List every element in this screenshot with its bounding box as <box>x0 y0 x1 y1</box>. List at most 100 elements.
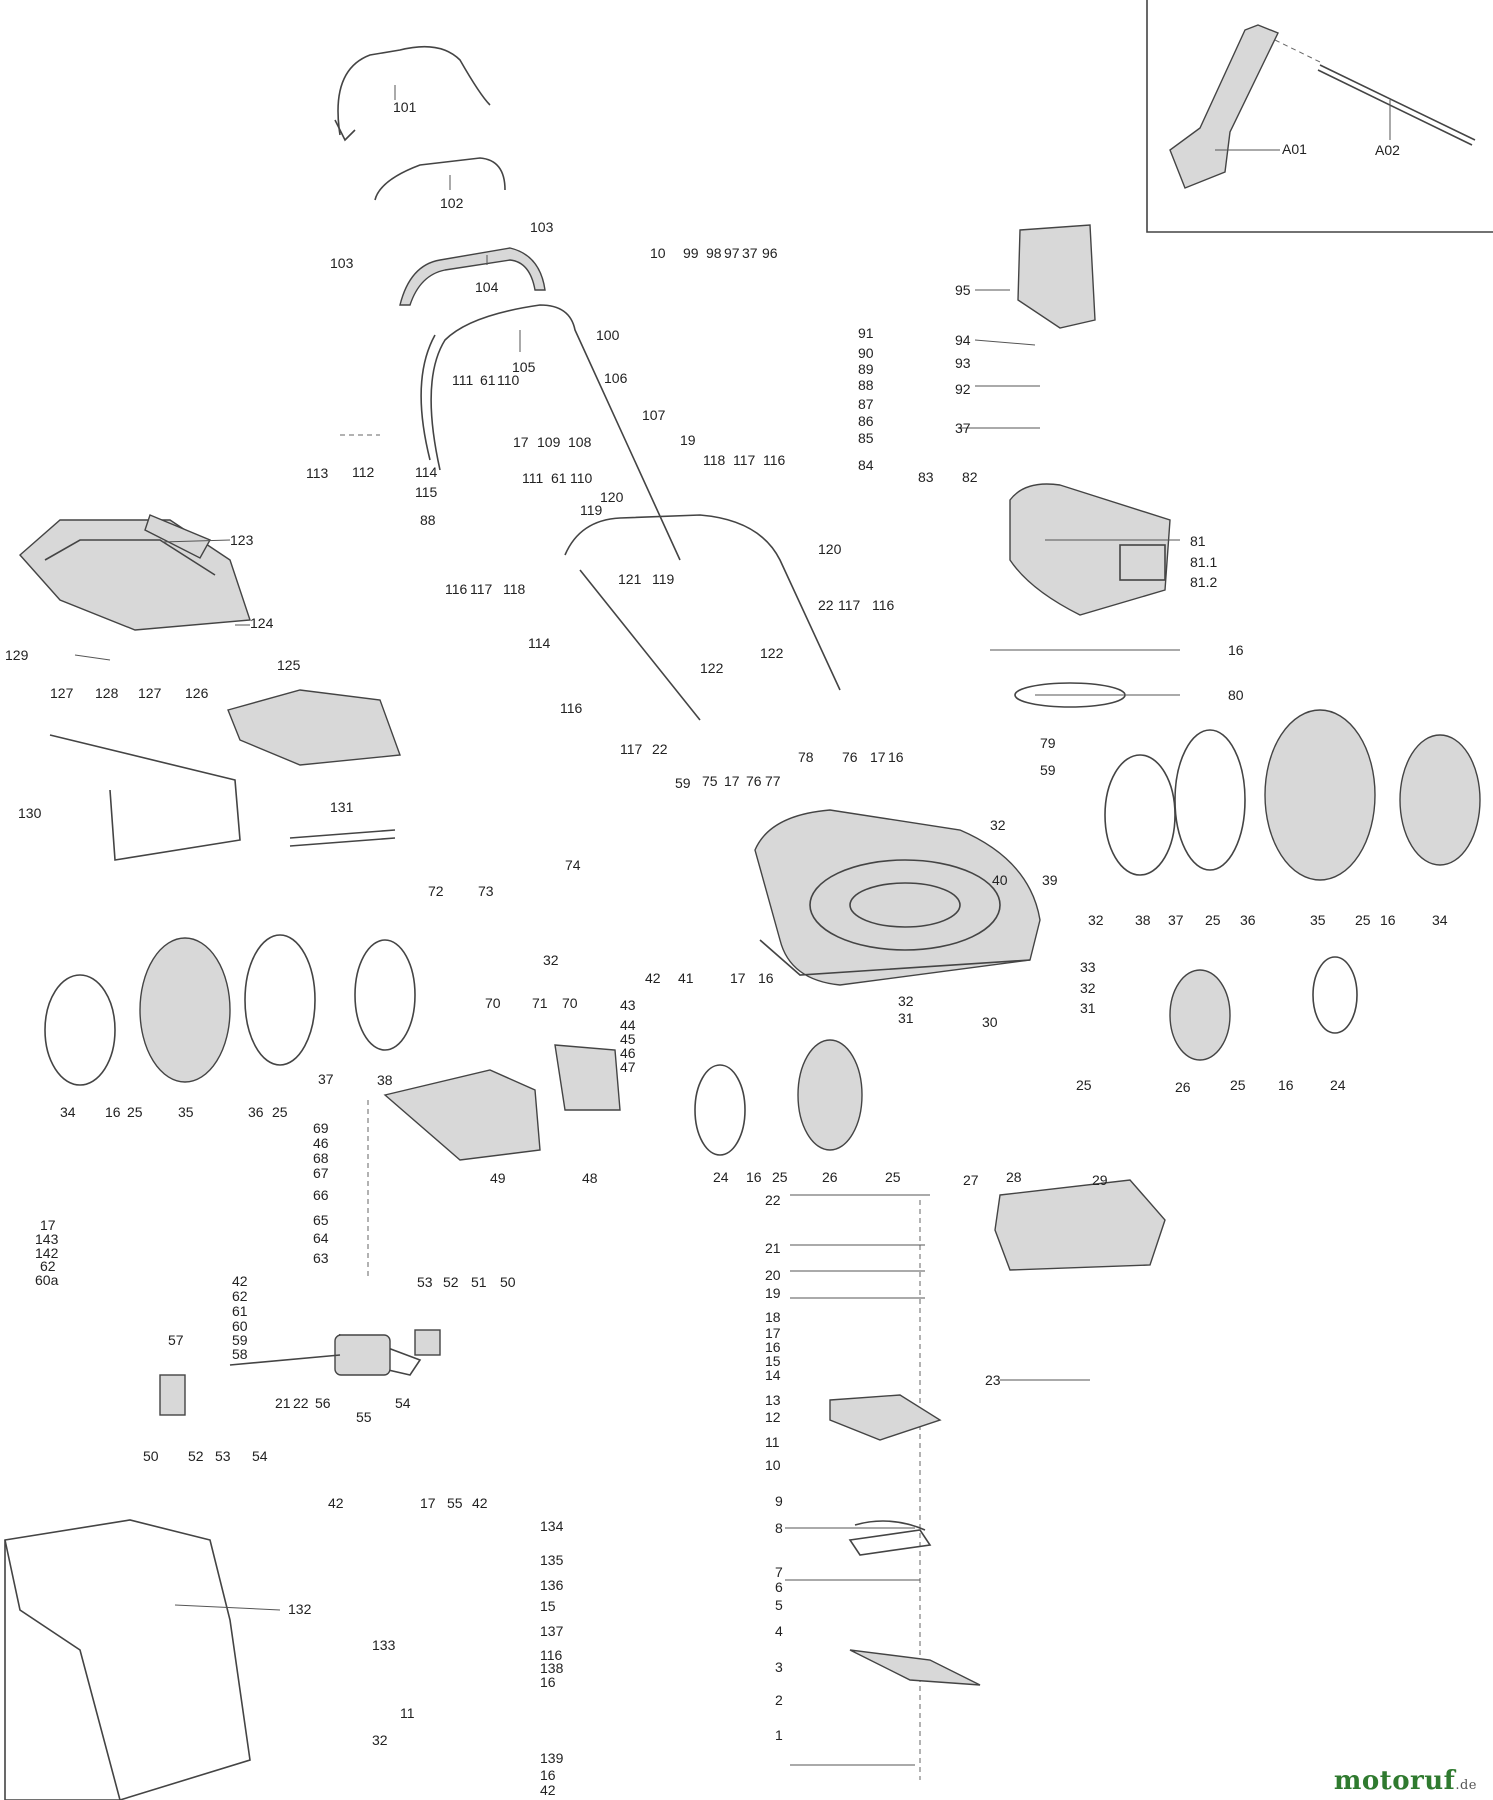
label-54a: 54 <box>395 1395 411 1411</box>
label-48: 48 <box>582 1170 598 1186</box>
label-42e: 42 <box>540 1782 556 1798</box>
label-59a: 59 <box>1040 762 1056 778</box>
label-17-79: 17 <box>870 749 886 765</box>
label-137: 137 <box>540 1623 564 1639</box>
label-40: 40 <box>992 872 1008 888</box>
label-32f: 32 <box>372 1732 388 1748</box>
label-60b: 60 <box>232 1318 248 1334</box>
label-111-mid: 111 <box>522 470 543 486</box>
label-81-1: 81.1 <box>1190 554 1217 570</box>
label-100: 100 <box>596 327 620 343</box>
label-26b: 26 <box>822 1169 838 1185</box>
label-128: 128 <box>95 685 119 701</box>
label-22a: 22 <box>652 741 668 757</box>
label-34b: 34 <box>60 1104 76 1120</box>
label-18: 18 <box>765 1309 781 1325</box>
label-25h: 25 <box>885 1169 901 1185</box>
label-107: 107 <box>642 407 666 423</box>
label-117b: 117 <box>620 741 643 757</box>
label-110-mid: 110 <box>570 470 593 486</box>
label-96: 96 <box>762 245 778 261</box>
label-116e: 116 <box>540 1647 563 1663</box>
label-60a: 60a <box>35 1272 59 1288</box>
label-109: 109 <box>537 434 561 450</box>
label-10a: 10 <box>765 1457 781 1473</box>
label-78: 78 <box>798 749 814 765</box>
label-101: 101 <box>393 99 417 115</box>
label-113: 113 <box>306 465 329 481</box>
label-84: 84 <box>858 457 874 473</box>
label-51: 51 <box>471 1274 487 1290</box>
label-53b: 53 <box>215 1448 231 1464</box>
label-49: 49 <box>490 1170 506 1186</box>
label-116b: 116 <box>560 700 583 716</box>
label-91: 91 <box>858 325 874 341</box>
label-54b: 54 <box>252 1448 268 1464</box>
label-5: 5 <box>775 1597 783 1613</box>
label-62b: 62 <box>232 1288 248 1304</box>
label-36b: 36 <box>248 1104 264 1120</box>
label-16e: 16 <box>765 1339 781 1355</box>
label-52a: 52 <box>443 1274 459 1290</box>
handle-assembly <box>334 45 841 721</box>
label-64: 64 <box>313 1230 329 1246</box>
label-17-75: 17 <box>724 773 740 789</box>
label-17-bot: 17 <box>420 1495 436 1511</box>
label-120b: 120 <box>818 541 842 557</box>
label-95: 95 <box>955 282 971 298</box>
label-2: 2 <box>775 1692 783 1708</box>
label-131: 131 <box>330 799 354 815</box>
label-32a: 32 <box>990 817 1006 833</box>
label-61-top: 61 <box>480 372 496 388</box>
label-45: 45 <box>620 1031 636 1047</box>
label-25c: 25 <box>1076 1077 1092 1093</box>
label-68: 68 <box>313 1150 329 1166</box>
label-50a: 50 <box>500 1274 516 1290</box>
wheels <box>44 709 1481 1156</box>
label-16g: 16 <box>540 1767 556 1783</box>
label-32d: 32 <box>1080 980 1096 996</box>
label-6: 6 <box>775 1579 783 1595</box>
label-114a: 114 <box>415 464 438 480</box>
label-31a: 31 <box>1080 1000 1096 1016</box>
label-85: 85 <box>858 430 874 446</box>
label-87: 87 <box>858 396 874 412</box>
label-22c: 22 <box>293 1395 309 1411</box>
label-25b: 25 <box>1355 912 1371 928</box>
label-41: 41 <box>678 970 694 986</box>
label-70a: 70 <box>485 995 501 1011</box>
label-37-top: 37 <box>742 245 758 261</box>
blade-and-drive-stack <box>338 1100 981 1780</box>
label-35b: 35 <box>178 1104 194 1120</box>
label-53a: 53 <box>417 1274 433 1290</box>
label-126: 126 <box>185 685 209 701</box>
label-103b: 103 <box>330 255 354 271</box>
label-138: 138 <box>540 1660 564 1676</box>
label-125: 125 <box>277 657 301 673</box>
label-93: 93 <box>955 355 971 371</box>
label-30: 30 <box>982 1014 998 1030</box>
label-67: 67 <box>313 1165 329 1181</box>
label-142: 142 <box>35 1245 59 1261</box>
label-25f: 25 <box>272 1104 288 1120</box>
label-11b: 11 <box>400 1705 415 1721</box>
label-33: 33 <box>1080 959 1096 975</box>
label-81: 81 <box>1190 533 1206 549</box>
label-21b: 21 <box>765 1240 781 1256</box>
label-90: 90 <box>858 345 874 361</box>
inset-accessory-box: A01 A02 <box>1146 0 1493 233</box>
label-47: 47 <box>620 1059 636 1075</box>
brand-suffix: .de <box>1455 1778 1477 1793</box>
label-123: 123 <box>230 532 254 548</box>
label-127a: 127 <box>50 685 74 701</box>
label-46b: 46 <box>313 1135 329 1151</box>
label-120a: 120 <box>600 489 624 505</box>
label-76a: 76 <box>842 749 858 765</box>
label-57: 57 <box>168 1332 184 1348</box>
label-124: 124 <box>250 615 274 631</box>
label-132: 132 <box>288 1601 312 1617</box>
label-17b: 17 <box>765 1325 781 1341</box>
label-16d: 16 <box>746 1169 762 1185</box>
label-75: 75 <box>702 773 718 789</box>
